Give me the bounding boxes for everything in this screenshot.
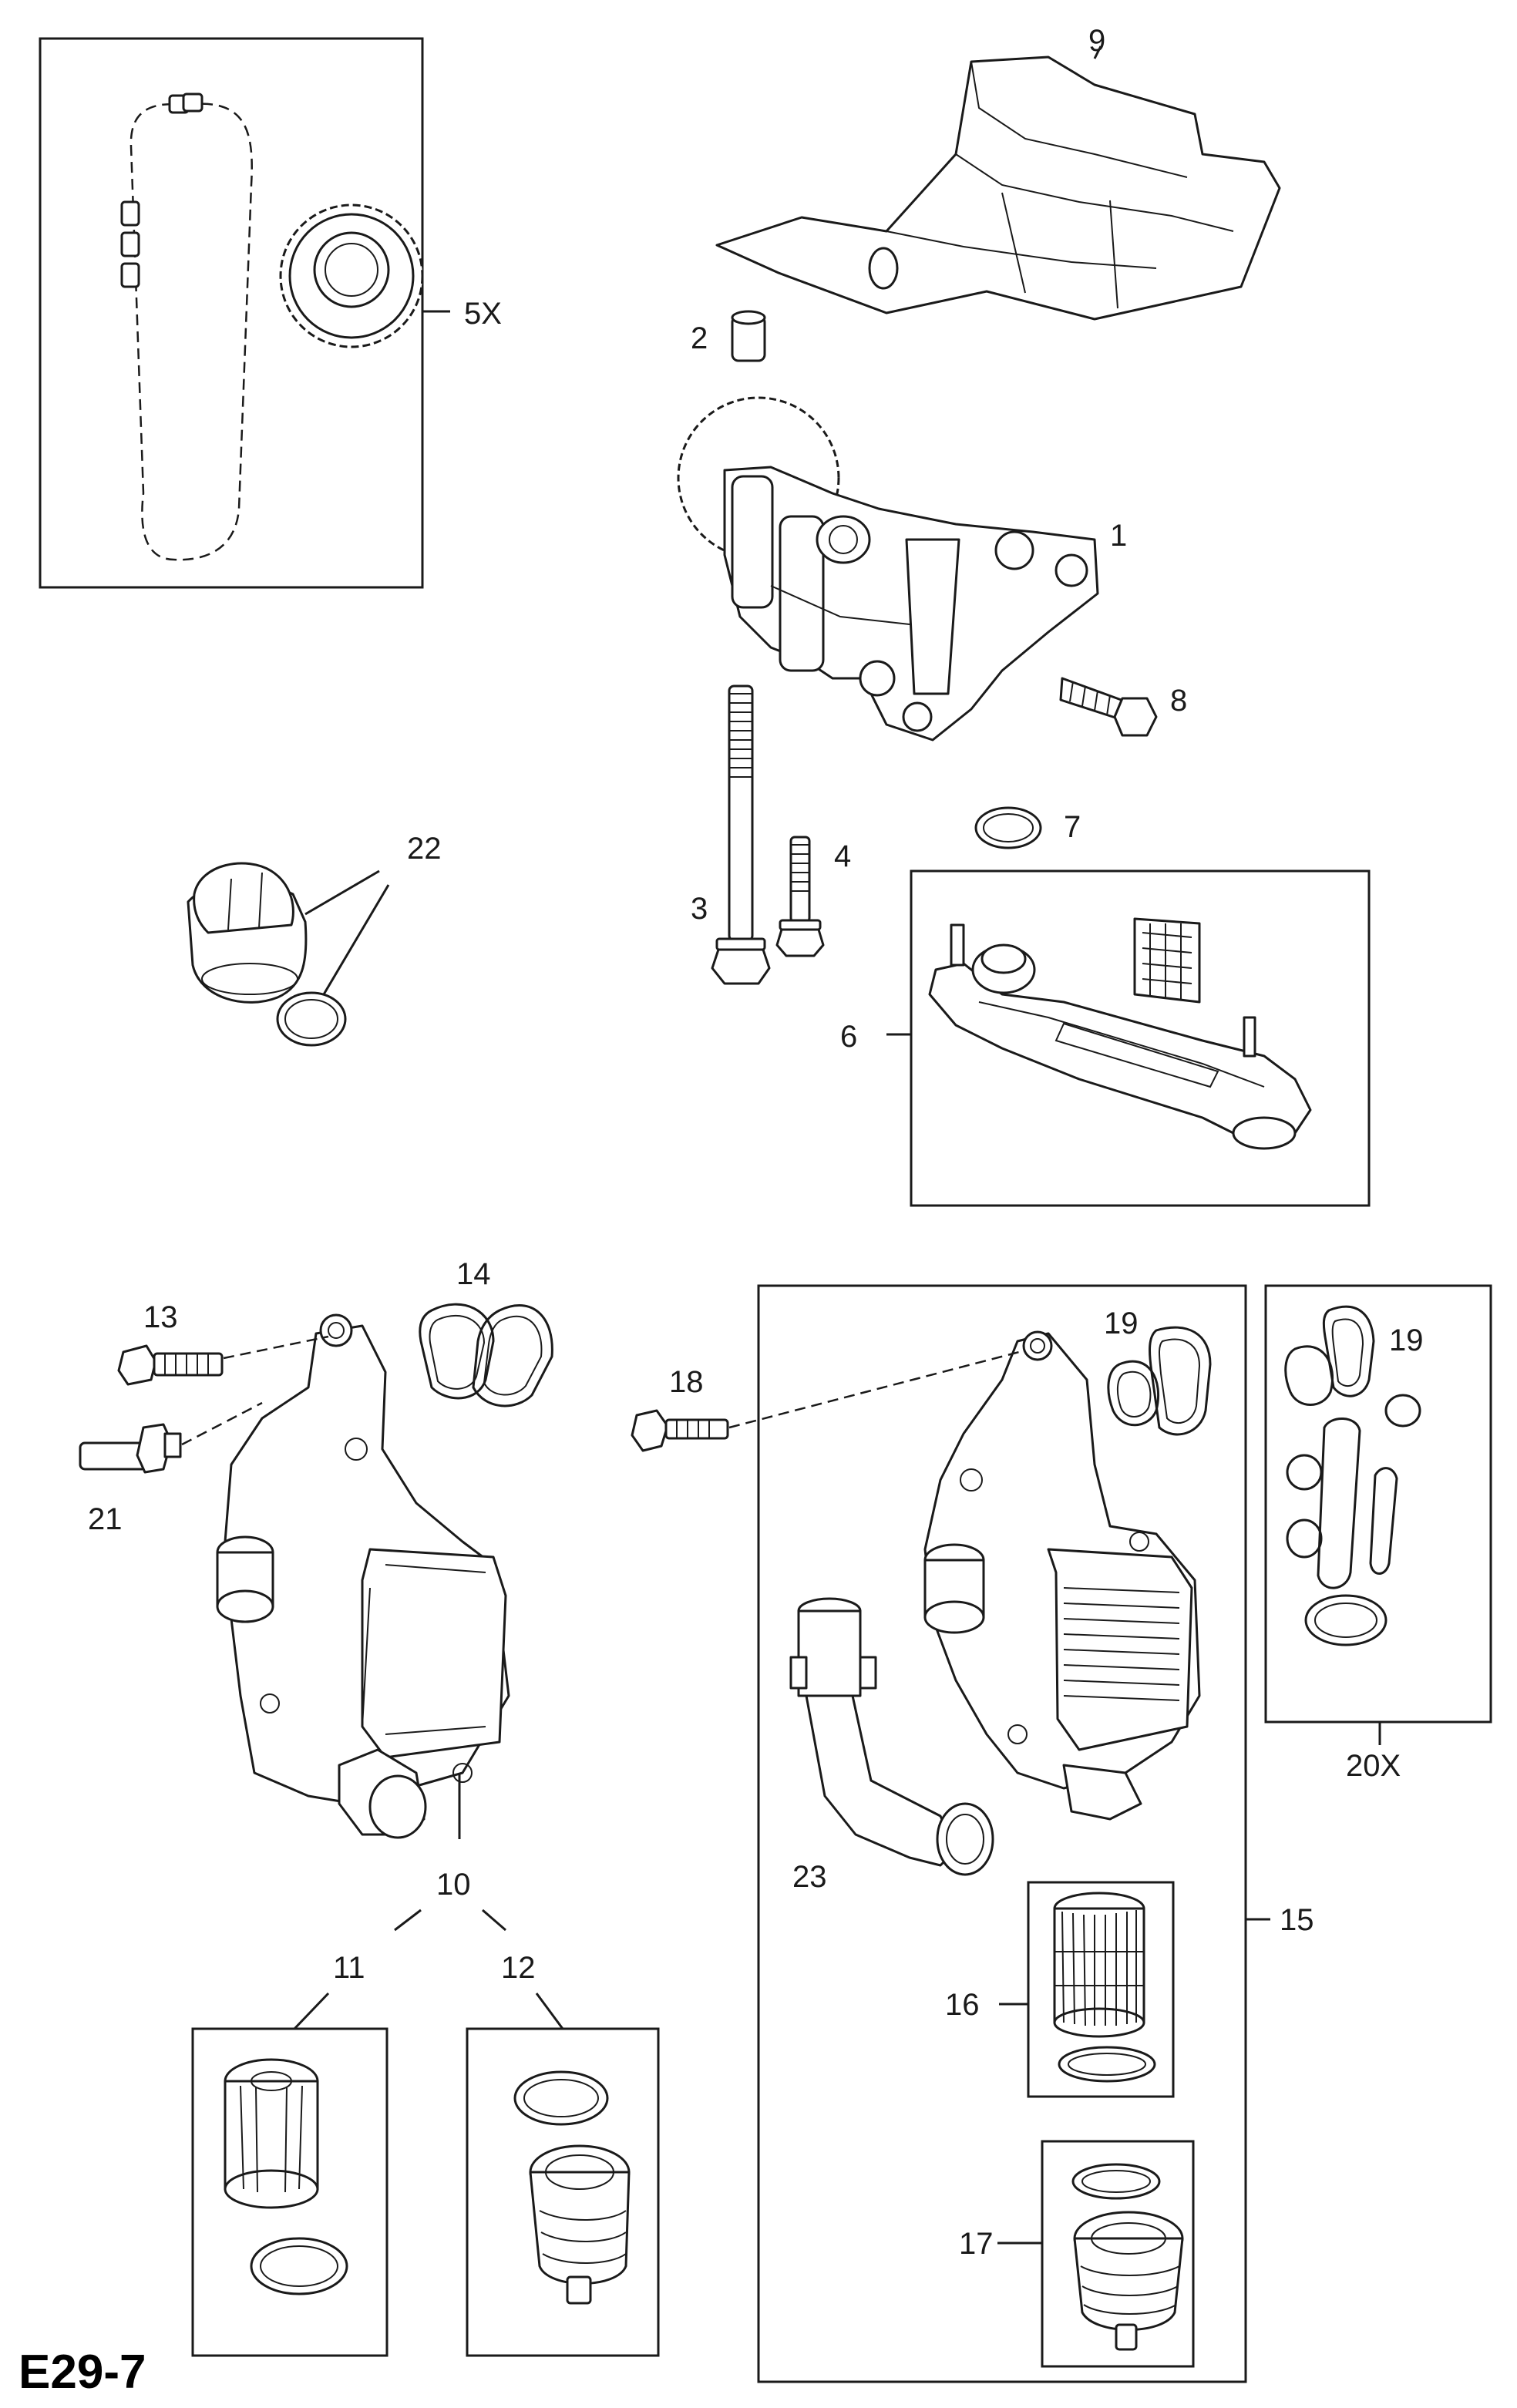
oil-filler-cap: [187, 862, 308, 1004]
oil-filter-element-11: [224, 2058, 319, 2209]
callout-17: 17: [959, 2227, 994, 2261]
oil-filter-cooler-module: [923, 1330, 1201, 1821]
short-bolt: [775, 836, 825, 957]
housing-gasket-right: [472, 1304, 553, 1407]
module-gasket-large: [1149, 1326, 1212, 1436]
long-bolt: [711, 684, 771, 985]
crankshaft-sprocket: [279, 203, 424, 348]
callout-22: 22: [407, 832, 442, 866]
oil-pan-baffle: [715, 55, 1281, 321]
callout-5x: 5X: [464, 297, 502, 331]
callout-8: 8: [1170, 684, 1187, 718]
callout-6: 6: [840, 1020, 857, 1054]
callout-10: 10: [436, 1868, 471, 1902]
callout-4: 4: [834, 839, 851, 873]
housing-gasket-left: [419, 1303, 495, 1400]
frame-filter-cap-17: [1041, 2140, 1195, 2368]
module-gasket-small: [1107, 1360, 1160, 1427]
oil-filter-cap-12: [529, 2144, 631, 2305]
housing-mounting-bolt: [117, 1344, 224, 1386]
leader-lines: [181, 45, 1381, 2245]
dowel-sleeve: [731, 310, 766, 362]
oil-strainer: [928, 917, 1312, 1150]
callout-21: 21: [88, 1502, 123, 1536]
callout-18: 18: [669, 1365, 704, 1399]
callout-1: 1: [1110, 519, 1127, 553]
callout-16: 16: [945, 1988, 980, 2022]
cap-o-ring-17: [1071, 2163, 1161, 2200]
filter-o-ring-16: [1058, 2046, 1156, 2083]
filler-cap-seal: [276, 991, 347, 1047]
frame-oil-strainer: [910, 869, 1371, 1207]
callout-3: 3: [691, 892, 708, 926]
filter-o-ring-11: [250, 2237, 348, 2295]
module-mounting-bolt: [631, 1409, 729, 1452]
timing-chain: [120, 92, 253, 561]
pump-mounting-bolt: [1059, 677, 1158, 737]
oil-filter-cap-17: [1073, 2211, 1184, 2351]
coolant-pipe: [789, 1597, 994, 1876]
oil-pump: [677, 396, 1099, 742]
frame-filter-element-16: [1027, 1881, 1175, 2098]
oil-filter-housing: [216, 1313, 510, 1839]
callout-2: 2: [691, 321, 708, 355]
callout-12: 12: [501, 1951, 536, 1985]
callout-19-kit: 19: [1389, 1323, 1424, 1357]
frame-filter-element-11: [191, 2027, 388, 2357]
callout-20x: 20X: [1346, 1749, 1401, 1783]
oil-filter-element-16: [1053, 1892, 1145, 2038]
cap-o-ring-12: [513, 2070, 609, 2126]
callout-9: 9: [1088, 24, 1105, 58]
diagram-code: E29-7: [18, 2346, 146, 2399]
oil-pressure-sensor: [79, 1423, 182, 1474]
callout-13: 13: [143, 1300, 178, 1334]
oil-pump-o-ring: [974, 806, 1042, 849]
frame-oil-filter-housing-assembly: [757, 1284, 1247, 2383]
callout-7: 7: [1064, 810, 1081, 844]
callout-11: 11: [333, 1951, 365, 1985]
frame-timing-chain-kit: [39, 37, 424, 589]
callout-23: 23: [792, 1860, 827, 1894]
gasket-kit: [1284, 1305, 1421, 1646]
callout-19-module: 19: [1104, 1307, 1139, 1340]
frame-gasket-kit: [1264, 1284, 1492, 1724]
callout-15: 15: [1280, 1903, 1314, 1937]
callout-14: 14: [456, 1257, 491, 1291]
